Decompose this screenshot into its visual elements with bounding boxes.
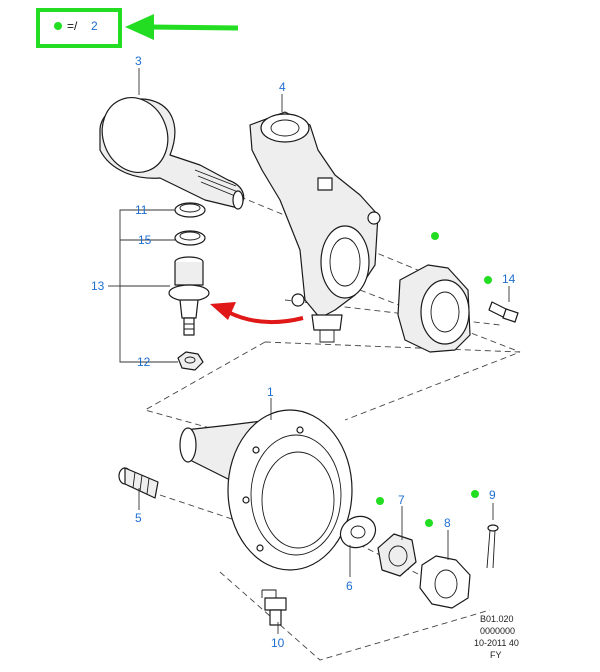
green-dot-icon (376, 497, 384, 505)
ref-line-4: FY (490, 650, 502, 660)
washer-part (339, 515, 377, 549)
wheel-stud-part (118, 467, 159, 499)
callout-6: 6 (346, 579, 353, 593)
assembly-line (219, 571, 491, 661)
direction-arrow-icon (210, 302, 304, 324)
reference-block: B01.020 0000000 10-2011 40 FY (474, 614, 519, 660)
hub-nut-part (377, 533, 417, 577)
assembly-line (143, 341, 266, 429)
callout-14: 14 (502, 272, 516, 286)
callout-9: 9 (489, 488, 496, 502)
legend-symbol: =/ (67, 19, 78, 33)
callout-8: 8 (444, 516, 451, 530)
wheel-hub-part (179, 409, 353, 571)
green-dot-icon (431, 232, 439, 240)
driveshaft-part (99, 97, 245, 210)
legend-qty: 2 (91, 19, 98, 33)
callout-10: 10 (271, 636, 285, 650)
callout-15: 15 (138, 233, 152, 247)
callout-12: 12 (137, 355, 151, 369)
wheel-bearing-part (397, 264, 471, 353)
green-dot-icon (471, 490, 479, 498)
highlight-arrow-icon (125, 14, 239, 40)
green-dot-icon (54, 22, 62, 30)
flange-bolt-part (261, 589, 287, 626)
nut-retainer-part (419, 555, 471, 609)
callout-13: 13 (91, 279, 105, 293)
callout-7: 7 (398, 493, 405, 507)
legend-box: =/ 2 (36, 8, 122, 48)
nut-part (177, 351, 204, 371)
callout-3: 3 (135, 54, 142, 68)
circlip-part (174, 202, 206, 218)
ref-line-2: 0000000 (480, 626, 515, 636)
seal-ring-part (174, 230, 206, 246)
bolt-part (488, 301, 519, 323)
leader-lines (108, 68, 510, 634)
green-dot-icon (484, 276, 492, 284)
ref-line-1: B01.020 (480, 614, 514, 624)
split-pin-part (486, 524, 499, 569)
steering-knuckle-part (249, 111, 381, 343)
callout-4: 4 (279, 80, 286, 94)
ball-joint-part (168, 256, 210, 336)
green-dot-icon (425, 519, 433, 527)
callout-11: 11 (135, 203, 148, 217)
callouts: 3 4 11 15 13 12 14 1 5 7 9 8 6 10 (91, 54, 516, 650)
callout-1: 1 (267, 385, 274, 399)
assembly-line (159, 494, 236, 521)
callout-5: 5 (135, 511, 142, 525)
ref-line-3: 10-2011 40 (474, 638, 519, 648)
assembly-line (264, 341, 521, 421)
